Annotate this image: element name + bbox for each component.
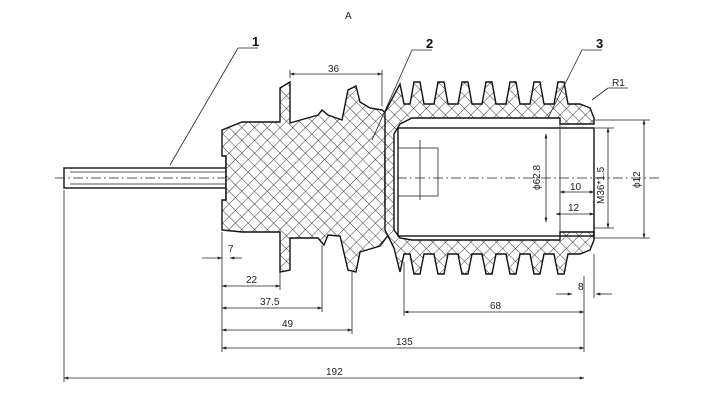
insulator-sleeve-right xyxy=(384,81,595,275)
dim-68: 68 xyxy=(490,301,502,312)
dim-192: 192 xyxy=(326,367,343,378)
dim-22: 22 xyxy=(246,275,258,286)
dim-7: 7 xyxy=(228,244,234,255)
radius-label: R1 xyxy=(612,78,625,89)
dim-phi-62-8: ϕ62.8 xyxy=(532,164,543,190)
dim-m36: M36*1.5 xyxy=(596,166,607,204)
dim-49: 49 xyxy=(282,319,294,330)
dim-8: 8 xyxy=(578,282,584,293)
callout-3: 3 xyxy=(596,36,603,51)
dim-37-5: 37.5 xyxy=(260,297,280,308)
callout-2: 2 xyxy=(426,36,433,51)
dim-phi-12: ϕ12 xyxy=(632,171,643,188)
view-label: A xyxy=(345,11,352,22)
dim-10: 10 xyxy=(570,182,582,193)
callout-1: 1 xyxy=(252,34,259,49)
dim-36: 36 xyxy=(328,64,340,75)
inner-bore xyxy=(397,127,595,237)
dim-135: 135 xyxy=(396,337,413,348)
dim-12: 12 xyxy=(568,203,580,214)
insulator-body-left xyxy=(221,80,393,273)
